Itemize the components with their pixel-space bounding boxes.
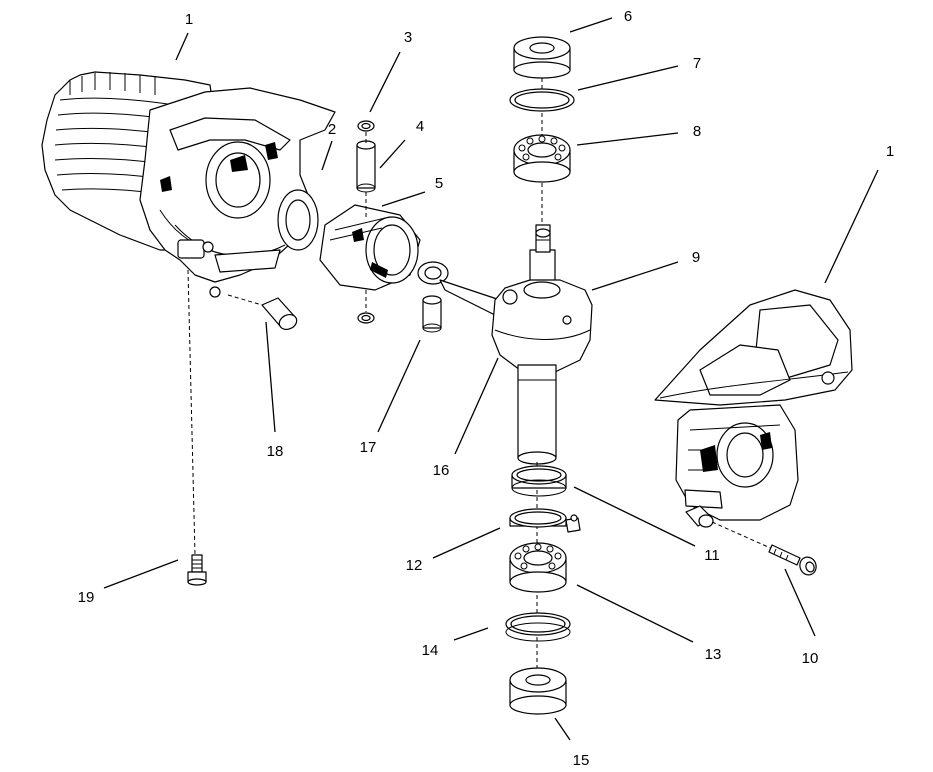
wrist-pin <box>356 140 376 193</box>
crankcase-cylinder-half <box>41 71 336 298</box>
lower-seal <box>509 667 567 715</box>
lower-retaining-ring <box>511 465 567 497</box>
callout-9: 9 <box>692 249 700 266</box>
lower-retaining-ring-2 <box>505 612 571 642</box>
sleeve <box>261 297 298 330</box>
callout-15: 15 <box>573 752 590 769</box>
crankshaft <box>491 224 593 465</box>
long-bolt <box>768 544 817 576</box>
lower-ball-bearing <box>509 542 567 593</box>
leader-lines <box>103 17 879 741</box>
wrist-pin-clip-top <box>357 120 375 132</box>
callout-5: 5 <box>435 175 443 192</box>
callout-19: 19 <box>78 589 95 606</box>
callout-8: 8 <box>693 123 701 140</box>
callout-10: 10 <box>802 650 819 667</box>
callout-13: 13 <box>705 646 722 663</box>
callout-17: 17 <box>360 439 377 456</box>
spacer <box>685 505 714 528</box>
snap-ring <box>509 508 581 533</box>
wrist-pin-clip-bottom <box>357 312 375 324</box>
callout-18: 18 <box>267 443 284 460</box>
callout-7: 7 <box>693 55 701 72</box>
crankcase-screw <box>187 554 207 586</box>
callout-3: 3 <box>404 29 412 46</box>
callout-14: 14 <box>422 642 439 659</box>
callout-1-right: 1 <box>886 143 894 160</box>
callout-12: 12 <box>406 557 423 574</box>
upper-retaining-ring <box>509 88 575 112</box>
callout-4: 4 <box>416 118 424 135</box>
callout-11: 11 <box>704 547 720 564</box>
upper-seal <box>513 36 571 79</box>
callout-6: 6 <box>624 8 632 25</box>
crankcase-half-right <box>654 289 853 521</box>
upper-ball-bearing <box>513 134 571 183</box>
piston-pin-bushing <box>422 295 442 333</box>
callout-16: 16 <box>433 462 450 479</box>
callout-2: 2 <box>328 121 336 138</box>
callout-1-left: 1 <box>185 11 193 28</box>
piston <box>319 204 421 291</box>
